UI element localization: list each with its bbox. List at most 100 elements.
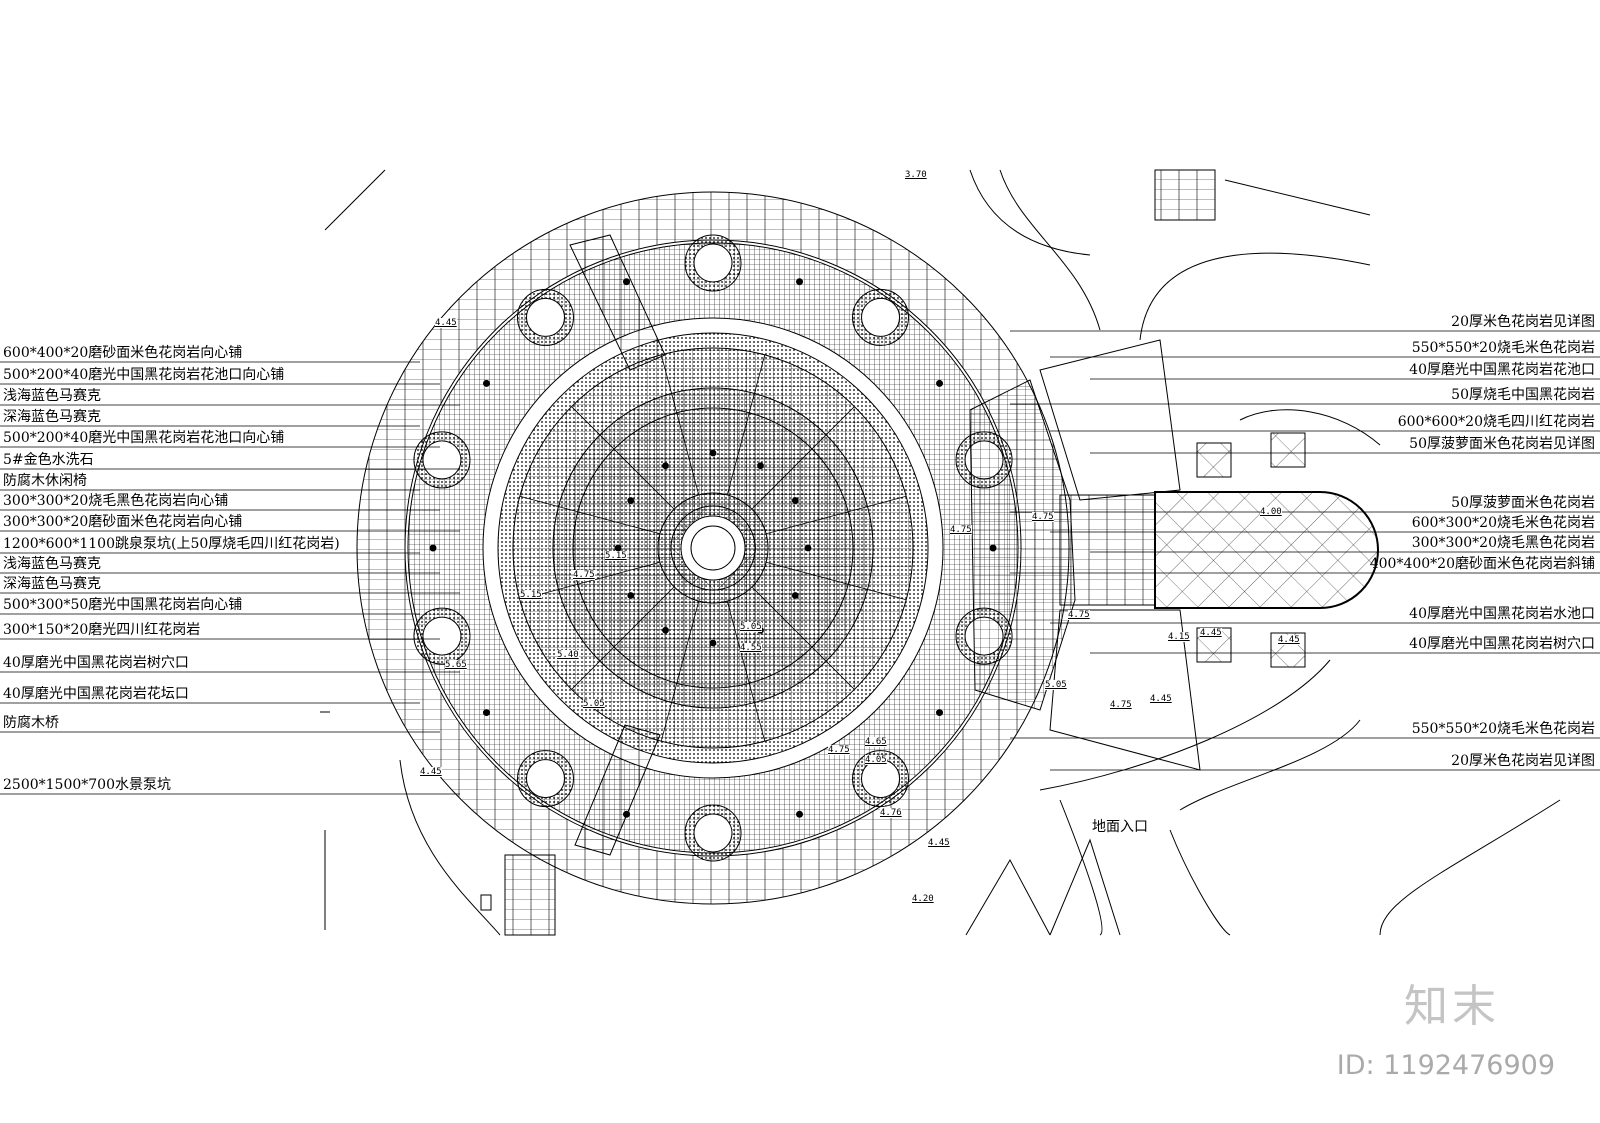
material-label-right: 600*600*20烧毛四川红花岗岩 [1397, 414, 1595, 430]
material-label-left: 5#金色水洗石 [3, 452, 94, 468]
elevation-mark: 5.15 [520, 590, 542, 600]
radial-joint [766, 561, 907, 601]
tree-pit [422, 440, 462, 480]
tree-pit [861, 759, 901, 799]
elevation-mark: 4.00 [1260, 507, 1282, 517]
elevation-mark: 5.65 [445, 660, 467, 670]
elevation-mark: 5.40 [557, 650, 579, 660]
material-label-right: 550*550*20烧毛米色花岗岩 [1411, 721, 1595, 737]
material-label-right: 50厚菠萝面米色花岗岩见详图 [1409, 436, 1595, 452]
light-point [796, 810, 804, 818]
material-label-left: 500*200*40磨光中国黑花岗岩花池口向心铺 [3, 367, 285, 383]
elevation-mark: 4.45 [928, 838, 950, 848]
radial-joint [766, 495, 907, 535]
light-point [936, 379, 944, 387]
jet-nozzle [627, 497, 635, 504]
watermark-id: ID: 1192476909 [1336, 1050, 1555, 1081]
jet-nozzle [709, 639, 717, 647]
jet-nozzle [709, 449, 717, 457]
material-label-left: 300*300*20磨砂面米色花岗岩向心铺 [3, 514, 243, 530]
material-label-left: 浅海蓝色马赛克 [3, 556, 101, 572]
material-label-left: 防腐木桥 [3, 715, 59, 731]
material-label-left: 600*400*20磨砂面米色花岗岩向心铺 [3, 345, 243, 361]
jet-nozzle [662, 626, 669, 634]
material-label-left: 浅海蓝色马赛克 [3, 388, 101, 404]
jet-nozzle [791, 497, 799, 504]
elevation-mark: 4.45 [420, 767, 442, 777]
material-label-left: 1200*600*1100跳泉泵坑(上50厚烧毛四川红花岗岩) [3, 536, 340, 552]
jet-nozzle [804, 544, 812, 552]
material-label-right: 400*400*20磨砂面米色花岗岩斜铺 [1369, 556, 1595, 572]
jet-nozzle [627, 592, 635, 599]
elevation-mark: 3.70 [905, 170, 927, 180]
material-label-right: 40厚磨光中国黑花岗岩花池口 [1409, 362, 1595, 378]
elevation-mark: 4.45 [1150, 694, 1172, 704]
radial-joint [726, 354, 766, 495]
tree-pit [861, 297, 901, 337]
material-label-left: 深海蓝色马赛克 [3, 409, 101, 425]
material-label-left: 500*300*50磨光中国黑花岗岩向心铺 [3, 597, 243, 613]
light-point [936, 709, 944, 717]
radial-joint [519, 495, 660, 535]
elevation-mark: 4.45 [435, 318, 457, 328]
jet-nozzle [791, 592, 799, 599]
elevation-mark: 4.20 [912, 894, 934, 904]
tree-pit [693, 243, 733, 283]
material-label-right: 50厚菠萝面米色花岗岩 [1451, 495, 1595, 511]
light-point [482, 379, 490, 387]
elevation-mark: 4.75 [1110, 700, 1132, 710]
tree-grate [1196, 442, 1232, 478]
elevation-mark: 4.75 [573, 570, 595, 580]
material-label-right: 20厚米色花岗岩见详图 [1451, 753, 1595, 769]
material-label-right: 40厚磨光中国黑花岗岩水池口 [1409, 606, 1595, 622]
elevation-mark: 5.05 [740, 622, 762, 632]
radial-joint [660, 601, 700, 742]
material-label-left: 40厚磨光中国黑花岗岩树穴口 [3, 655, 189, 671]
radial-joint [660, 354, 700, 495]
radial-joint [519, 561, 660, 601]
radial-joint [726, 601, 766, 742]
elevation-mark: 4.15 [1168, 632, 1190, 642]
elevation-mark: 5.15 [605, 551, 627, 561]
radial-joint [751, 406, 855, 510]
material-label-right: 40厚磨光中国黑花岗岩树穴口 [1409, 636, 1595, 652]
tree-grate [1270, 432, 1306, 468]
light-point [482, 709, 490, 717]
material-label-left: 300*300*20烧毛黑色花岗岩向心铺 [3, 493, 229, 509]
jet-nozzle [662, 462, 669, 470]
radial-joint [751, 586, 855, 690]
watermark-logo: 知末 [1404, 981, 1500, 1032]
material-label-right: 300*300*20烧毛黑色花岗岩 [1411, 535, 1595, 551]
elevation-mark: 4.55 [740, 643, 762, 653]
material-label-left: 500*200*40磨光中国黑花岗岩花池口向心铺 [3, 430, 285, 446]
elevation-mark: 4.45 [1200, 628, 1222, 638]
material-label-right: 600*300*20烧毛米色花岗岩 [1411, 515, 1595, 531]
elevation-mark: 4.45 [1278, 635, 1300, 645]
material-label-right: 550*550*20烧毛米色花岗岩 [1411, 340, 1595, 356]
elevation-mark: 5.05 [1045, 680, 1067, 690]
elevation-mark: 4.05 [865, 755, 887, 765]
material-label-left: 防腐木休闲椅 [3, 473, 87, 489]
elevation-mark: 5.05 [583, 699, 605, 709]
tree-pit [422, 616, 462, 656]
radial-joint [571, 406, 675, 510]
elevation-mark: 4.76 [880, 808, 902, 818]
tree-pit [525, 759, 565, 799]
elevation-mark: 4.65 [865, 737, 887, 747]
material-label-left: 2500*1500*700水景泵坑 [3, 777, 171, 793]
material-label-left: 40厚磨光中国黑花岗岩花坛口 [3, 686, 189, 702]
entrance-label: 地面入口 [1092, 819, 1148, 835]
light-point [429, 544, 437, 552]
elevation-mark: 4.75 [1032, 512, 1054, 522]
light-point [796, 278, 804, 286]
jet-nozzle [757, 462, 764, 470]
elevation-mark: 4.75 [950, 525, 972, 535]
material-label-left: 深海蓝色马赛克 [3, 576, 101, 592]
material-label-left: 300*150*20磨光四川红花岗岩 [3, 622, 201, 638]
tree-pit [525, 297, 565, 337]
tree-pit [693, 813, 733, 853]
elevation-mark: 4.75 [828, 745, 850, 755]
radial-joint [571, 586, 675, 690]
material-label-right: 50厚烧毛中国黑花岗岩 [1451, 387, 1595, 403]
